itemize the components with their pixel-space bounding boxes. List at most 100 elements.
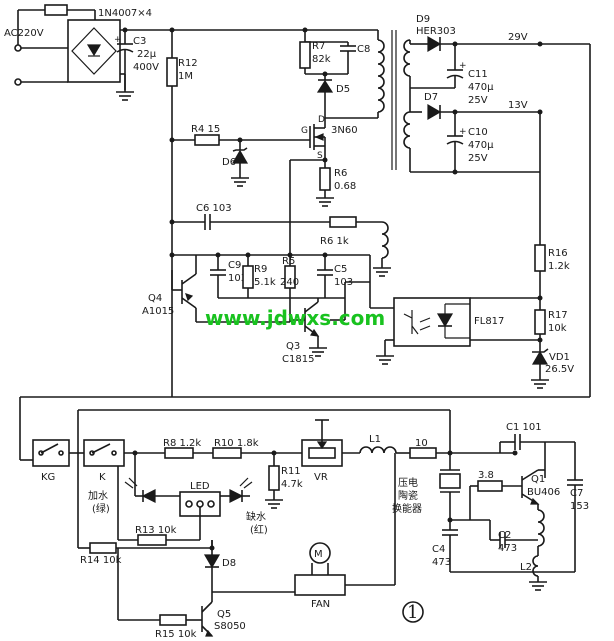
watermark: www.jdwxs.com xyxy=(205,306,385,330)
c3-value: 22μ xyxy=(137,49,157,60)
motor-symbol: M xyxy=(314,549,323,560)
ac-terminal-1 xyxy=(14,44,22,52)
gate-drive: R4 15 D6 xyxy=(169,124,310,187)
ac-terminal-2 xyxy=(14,78,22,86)
ac-input-section: AC220V xyxy=(4,4,96,86)
mosfet-source: S xyxy=(317,151,323,161)
resistor-r6: R6 0.68 xyxy=(289,157,356,255)
q5-part: S8050 xyxy=(214,621,246,632)
green-label: (绿) xyxy=(92,502,110,515)
red-label: (红) xyxy=(250,523,268,536)
resistor-chain: R8 1.2k R10 1.8k R11 4.7k xyxy=(124,438,303,509)
svg-text:+: + xyxy=(459,61,467,71)
timing-network: C9 103 R9 5.1k R5 240 C5 103 xyxy=(169,252,371,310)
lower-bus xyxy=(19,375,591,548)
c11-label: C11 xyxy=(468,69,488,80)
led-label: LED xyxy=(190,481,210,492)
r17-label: R17 xyxy=(548,310,568,321)
secondary-section: D9 HER303 D7 + C11 470μ 25V + C10 470μ 2… xyxy=(403,14,591,375)
svg-text:+: + xyxy=(459,127,467,137)
r11-label: R11 xyxy=(281,466,301,477)
r5-label: R5 xyxy=(282,256,295,267)
vd1-label: VD1 xyxy=(549,352,570,363)
c6-label: C6 103 xyxy=(196,203,232,214)
rail-13v: 13V xyxy=(508,100,528,111)
q3-part: C1815 xyxy=(282,354,314,365)
q3-label: Q3 xyxy=(286,341,300,352)
fuse xyxy=(44,4,68,16)
c2-label: C2 xyxy=(498,530,511,541)
feedback-divider: R16 1.2k R17 10k VD1 26.5V xyxy=(531,244,574,389)
r6b-label: R6 1k xyxy=(320,236,349,247)
c4-value: 473 xyxy=(432,557,451,568)
svg-text:+: + xyxy=(114,35,122,45)
c10-label: C10 xyxy=(468,127,488,138)
kg-label: KG xyxy=(41,472,55,483)
mosfet-label: 3N60 xyxy=(331,125,358,136)
switch-kg[interactable]: KG xyxy=(32,439,70,483)
c8-label: C8 xyxy=(357,44,370,55)
q4-label: Q4 xyxy=(148,293,162,304)
c5-value: 103 xyxy=(334,277,353,288)
r14-label: R14 10k xyxy=(80,555,122,566)
svg-text:1: 1 xyxy=(407,602,418,623)
c4-label: C4 xyxy=(432,544,445,555)
r16-value: 1.2k xyxy=(548,261,570,272)
r8-label: R8 1.2k xyxy=(163,438,201,449)
q1-label: Q1 xyxy=(531,474,545,485)
capacitor-c3: + C3 22μ 400V xyxy=(114,30,159,101)
d7-label: D7 xyxy=(424,92,438,103)
r12-label: R12 xyxy=(178,58,198,69)
fan-label: FAN xyxy=(311,599,330,610)
indicator-section: LED 缺水 (红) R13 10k xyxy=(117,453,268,546)
q5-label: Q5 xyxy=(217,609,231,620)
c7-value: 153 xyxy=(570,501,589,512)
r16-label: R16 xyxy=(548,248,568,259)
rail-29v: 29V xyxy=(508,32,528,43)
q1-part: BU406 xyxy=(527,487,560,498)
r10b-label: 10 xyxy=(415,438,428,449)
r17-value: 10k xyxy=(548,323,567,334)
fan-driver: R14 10k D8 R15 10k Q5 S8050 xyxy=(78,540,295,640)
d9-label: D9 xyxy=(416,14,430,25)
opto-label: FL817 xyxy=(474,316,504,327)
c11-voltage: 25V xyxy=(468,95,488,106)
r12-value: 1M xyxy=(178,71,193,82)
piezo-label-1: 压电 xyxy=(398,476,418,489)
c9-value: 103 xyxy=(228,273,247,284)
vd1-value: 26.5V xyxy=(545,364,574,375)
mosfet-gate: G xyxy=(301,126,308,136)
potentiometer-vr[interactable]: VR xyxy=(301,419,360,483)
c11-value: 470μ xyxy=(468,82,494,93)
d8-label: D8 xyxy=(222,558,236,569)
piezo-label-2: 陶瓷 xyxy=(398,489,418,502)
piezo-label-3: 换能器 xyxy=(392,502,422,515)
r15-label: R15 10k xyxy=(155,629,197,640)
c5-label: C5 xyxy=(334,264,347,275)
c7-label: C7 xyxy=(570,488,583,499)
vr-label: VR xyxy=(314,472,328,483)
r10-label: R10 1.8k xyxy=(214,438,259,449)
q4-part: A1015 xyxy=(142,306,174,317)
mosfet-drain: D xyxy=(318,115,325,125)
fan-motor: M FAN xyxy=(294,453,396,610)
snubber-r7-c8-d5: R7 82k C8 D5 xyxy=(299,30,370,108)
mosfet-3n60: D G S 3N60 xyxy=(301,115,358,168)
r7-value: 82k xyxy=(312,54,331,65)
l1-label: L1 xyxy=(369,434,381,445)
optocoupler-fl817: FL817 xyxy=(369,282,540,365)
piezo-transducer: 压电 陶瓷 换能器 C4 473 xyxy=(392,453,490,572)
switch-k[interactable]: K 加水 (绿) xyxy=(69,439,125,515)
c1-label: C1 101 xyxy=(506,422,542,433)
k-label: K xyxy=(99,472,106,483)
figure-number: 1 xyxy=(402,601,424,623)
r11-value: 4.7k xyxy=(281,479,303,490)
d9-part: HER303 xyxy=(416,26,456,37)
primary-winding xyxy=(322,29,397,170)
r4-label: R4 15 xyxy=(191,124,220,135)
inductor-l1: L1 10 xyxy=(359,410,480,459)
c9-label: C9 xyxy=(228,260,241,271)
r13-label: R13 10k xyxy=(135,525,177,536)
feedback-network: C6 103 R6 1k xyxy=(169,203,391,277)
